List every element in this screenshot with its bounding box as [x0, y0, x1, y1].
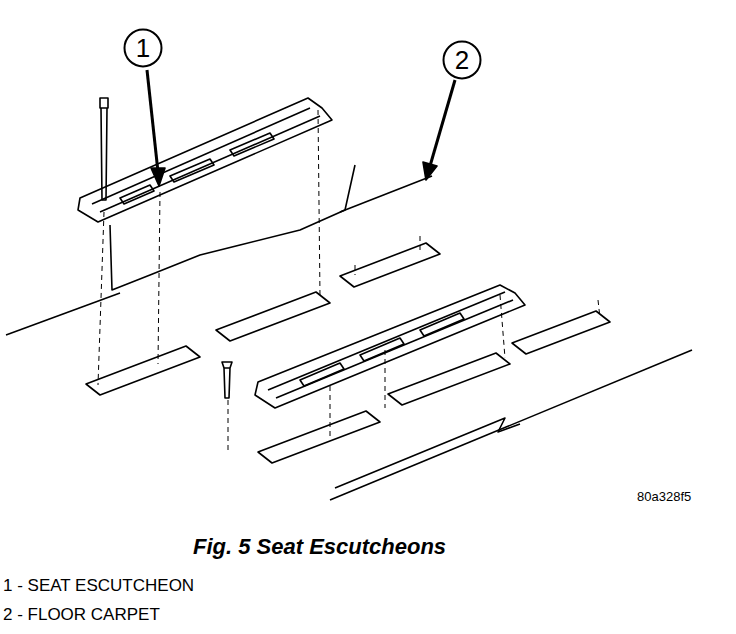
clip-plates — [86, 243, 610, 463]
legend-line: 1 - SEAT ESCUTCHEON — [3, 576, 194, 596]
leader-line — [430, 80, 455, 166]
callout-circle: 2 — [442, 40, 482, 80]
carpet-edge — [330, 350, 692, 500]
seat-escutcheon-detail — [92, 108, 310, 204]
carpet-edge — [6, 293, 120, 335]
figure-caption: Fig. 5 Seat Escutcheons — [193, 534, 446, 560]
alignment-lines — [98, 110, 600, 450]
bolt — [100, 98, 108, 200]
seat-escutcheon — [255, 285, 525, 408]
legend-line: 2 - FLOOR CARPET — [3, 605, 160, 625]
figure-code: 80a328f5 — [637, 489, 691, 504]
seat-escutcheon-detail — [100, 116, 320, 212]
seat-escutcheon-detail — [268, 292, 505, 390]
leader-line — [147, 70, 158, 172]
seat-escutcheon-detail — [276, 300, 513, 398]
carpet-edge — [340, 176, 432, 212]
leader-arrowhead — [423, 162, 437, 180]
seat-escutcheon-slots — [120, 133, 274, 204]
callout-number: 2 — [442, 40, 482, 80]
callout-circle: 1 — [123, 28, 163, 68]
bolt — [222, 362, 232, 398]
callout-number: 1 — [123, 28, 163, 68]
leader-arrowhead — [151, 168, 165, 186]
seat-escutcheon — [78, 98, 332, 222]
